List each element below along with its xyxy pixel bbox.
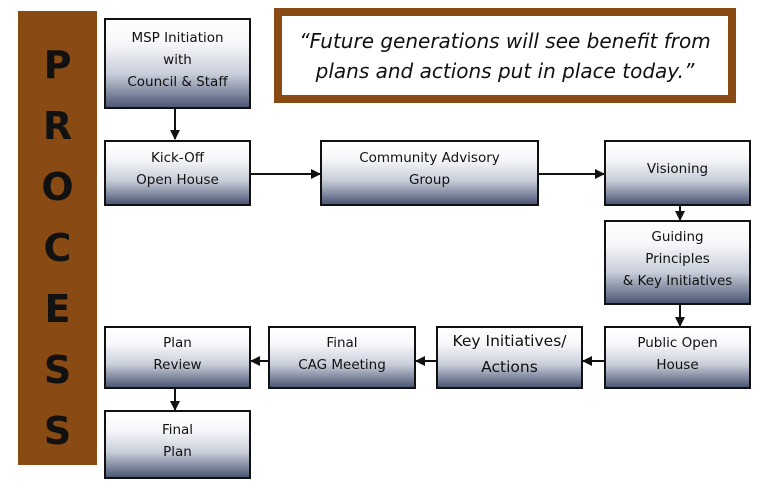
box-msp-initiation: MSP Initiation with Council & Staff <box>104 18 251 109</box>
box-community-advisory-group: Community Advisory Group <box>320 140 539 206</box>
box-public-open-house: Public Open House <box>604 326 751 389</box>
process-letter: S <box>43 348 72 392</box>
process-letter: S <box>43 409 72 453</box>
quote-frame: “Future generations will see benefit fro… <box>274 8 736 103</box>
process-letter: C <box>43 226 72 270</box>
box-final-plan: Final Plan <box>104 410 251 479</box>
box-key-initiatives: Key Initiatives/ Actions <box>436 326 583 389</box>
process-letter: R <box>42 104 73 148</box>
process-letter: E <box>44 287 71 331</box>
box-kickoff-open-house: Kick-Off Open House <box>104 140 251 206</box>
quote-text: “Future generations will see benefit fro… <box>282 16 728 95</box>
box-visioning: Visioning <box>604 140 751 206</box>
process-sidebar: P R O C E S S <box>18 11 97 465</box>
box-plan-review: Plan Review <box>104 326 251 389</box>
process-letter: P <box>43 43 72 87</box>
quote-line: “Future generations will see benefit fro… <box>299 28 711 83</box>
process-letter: O <box>41 165 74 209</box>
box-guiding-principles: Guiding Principles & Key Initiatives <box>604 220 751 305</box>
box-final-cag-meeting: Final CAG Meeting <box>268 326 416 389</box>
